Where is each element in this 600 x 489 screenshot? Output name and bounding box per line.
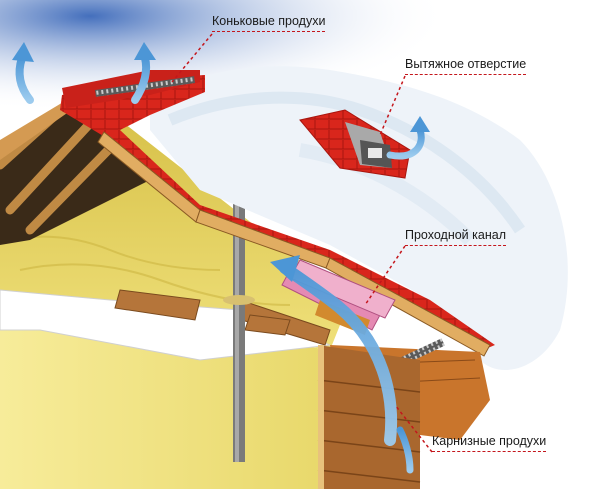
leader-lines [171, 33, 433, 453]
label-ridge-vents: Коньковые продухи [212, 14, 326, 32]
label-through-channel: Проходной канал [405, 228, 506, 246]
label-eave-vents: Карнизные продухи [432, 434, 547, 452]
label-exhaust-opening: Вытяжное отверстие [405, 57, 527, 75]
airflow-arrows [12, 42, 430, 474]
